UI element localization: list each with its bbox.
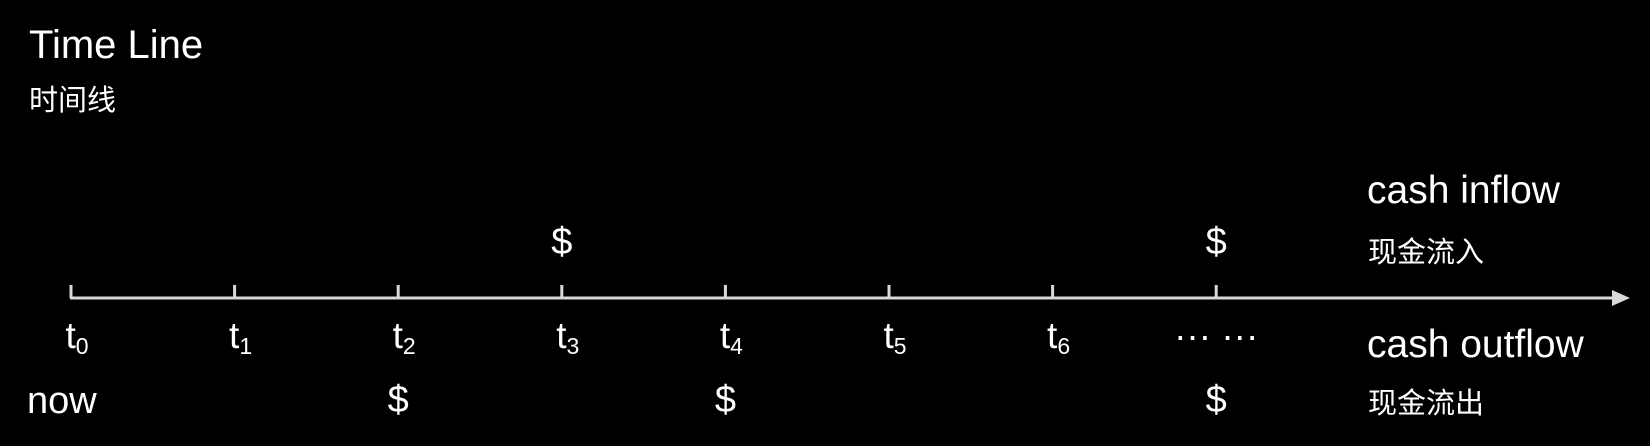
axis-ticks: [69, 285, 1218, 298]
outflow-dollar: $: [387, 379, 409, 421]
outflow-dollar: $: [714, 379, 736, 421]
axis-arrowhead: [1612, 290, 1630, 306]
outflow-dollar: $: [1205, 379, 1227, 421]
cash-outflow-label-zh: 现金流出: [1368, 388, 1485, 420]
time-label: t5: [883, 315, 907, 359]
time-label: t0: [65, 315, 89, 359]
time-label: t4: [719, 315, 743, 359]
cash-outflow-label: cash outflow: [1367, 323, 1584, 366]
page-title: Time Line: [29, 23, 204, 67]
time-label: t6: [1047, 315, 1071, 359]
time-label: t2: [392, 315, 416, 359]
time-label: t3: [556, 315, 580, 359]
time-label: t1: [229, 315, 253, 359]
page-subtitle: 时间线: [29, 85, 117, 117]
inflow-dollar: $: [1205, 221, 1227, 263]
cash-inflow-label: cash inflow: [1367, 169, 1560, 212]
now-label: now: [27, 380, 97, 422]
time-label: ··· ···: [1174, 315, 1259, 356]
cash-inflow-label-zh: 现金流入: [1368, 237, 1485, 269]
inflow-dollar: $: [551, 221, 573, 263]
